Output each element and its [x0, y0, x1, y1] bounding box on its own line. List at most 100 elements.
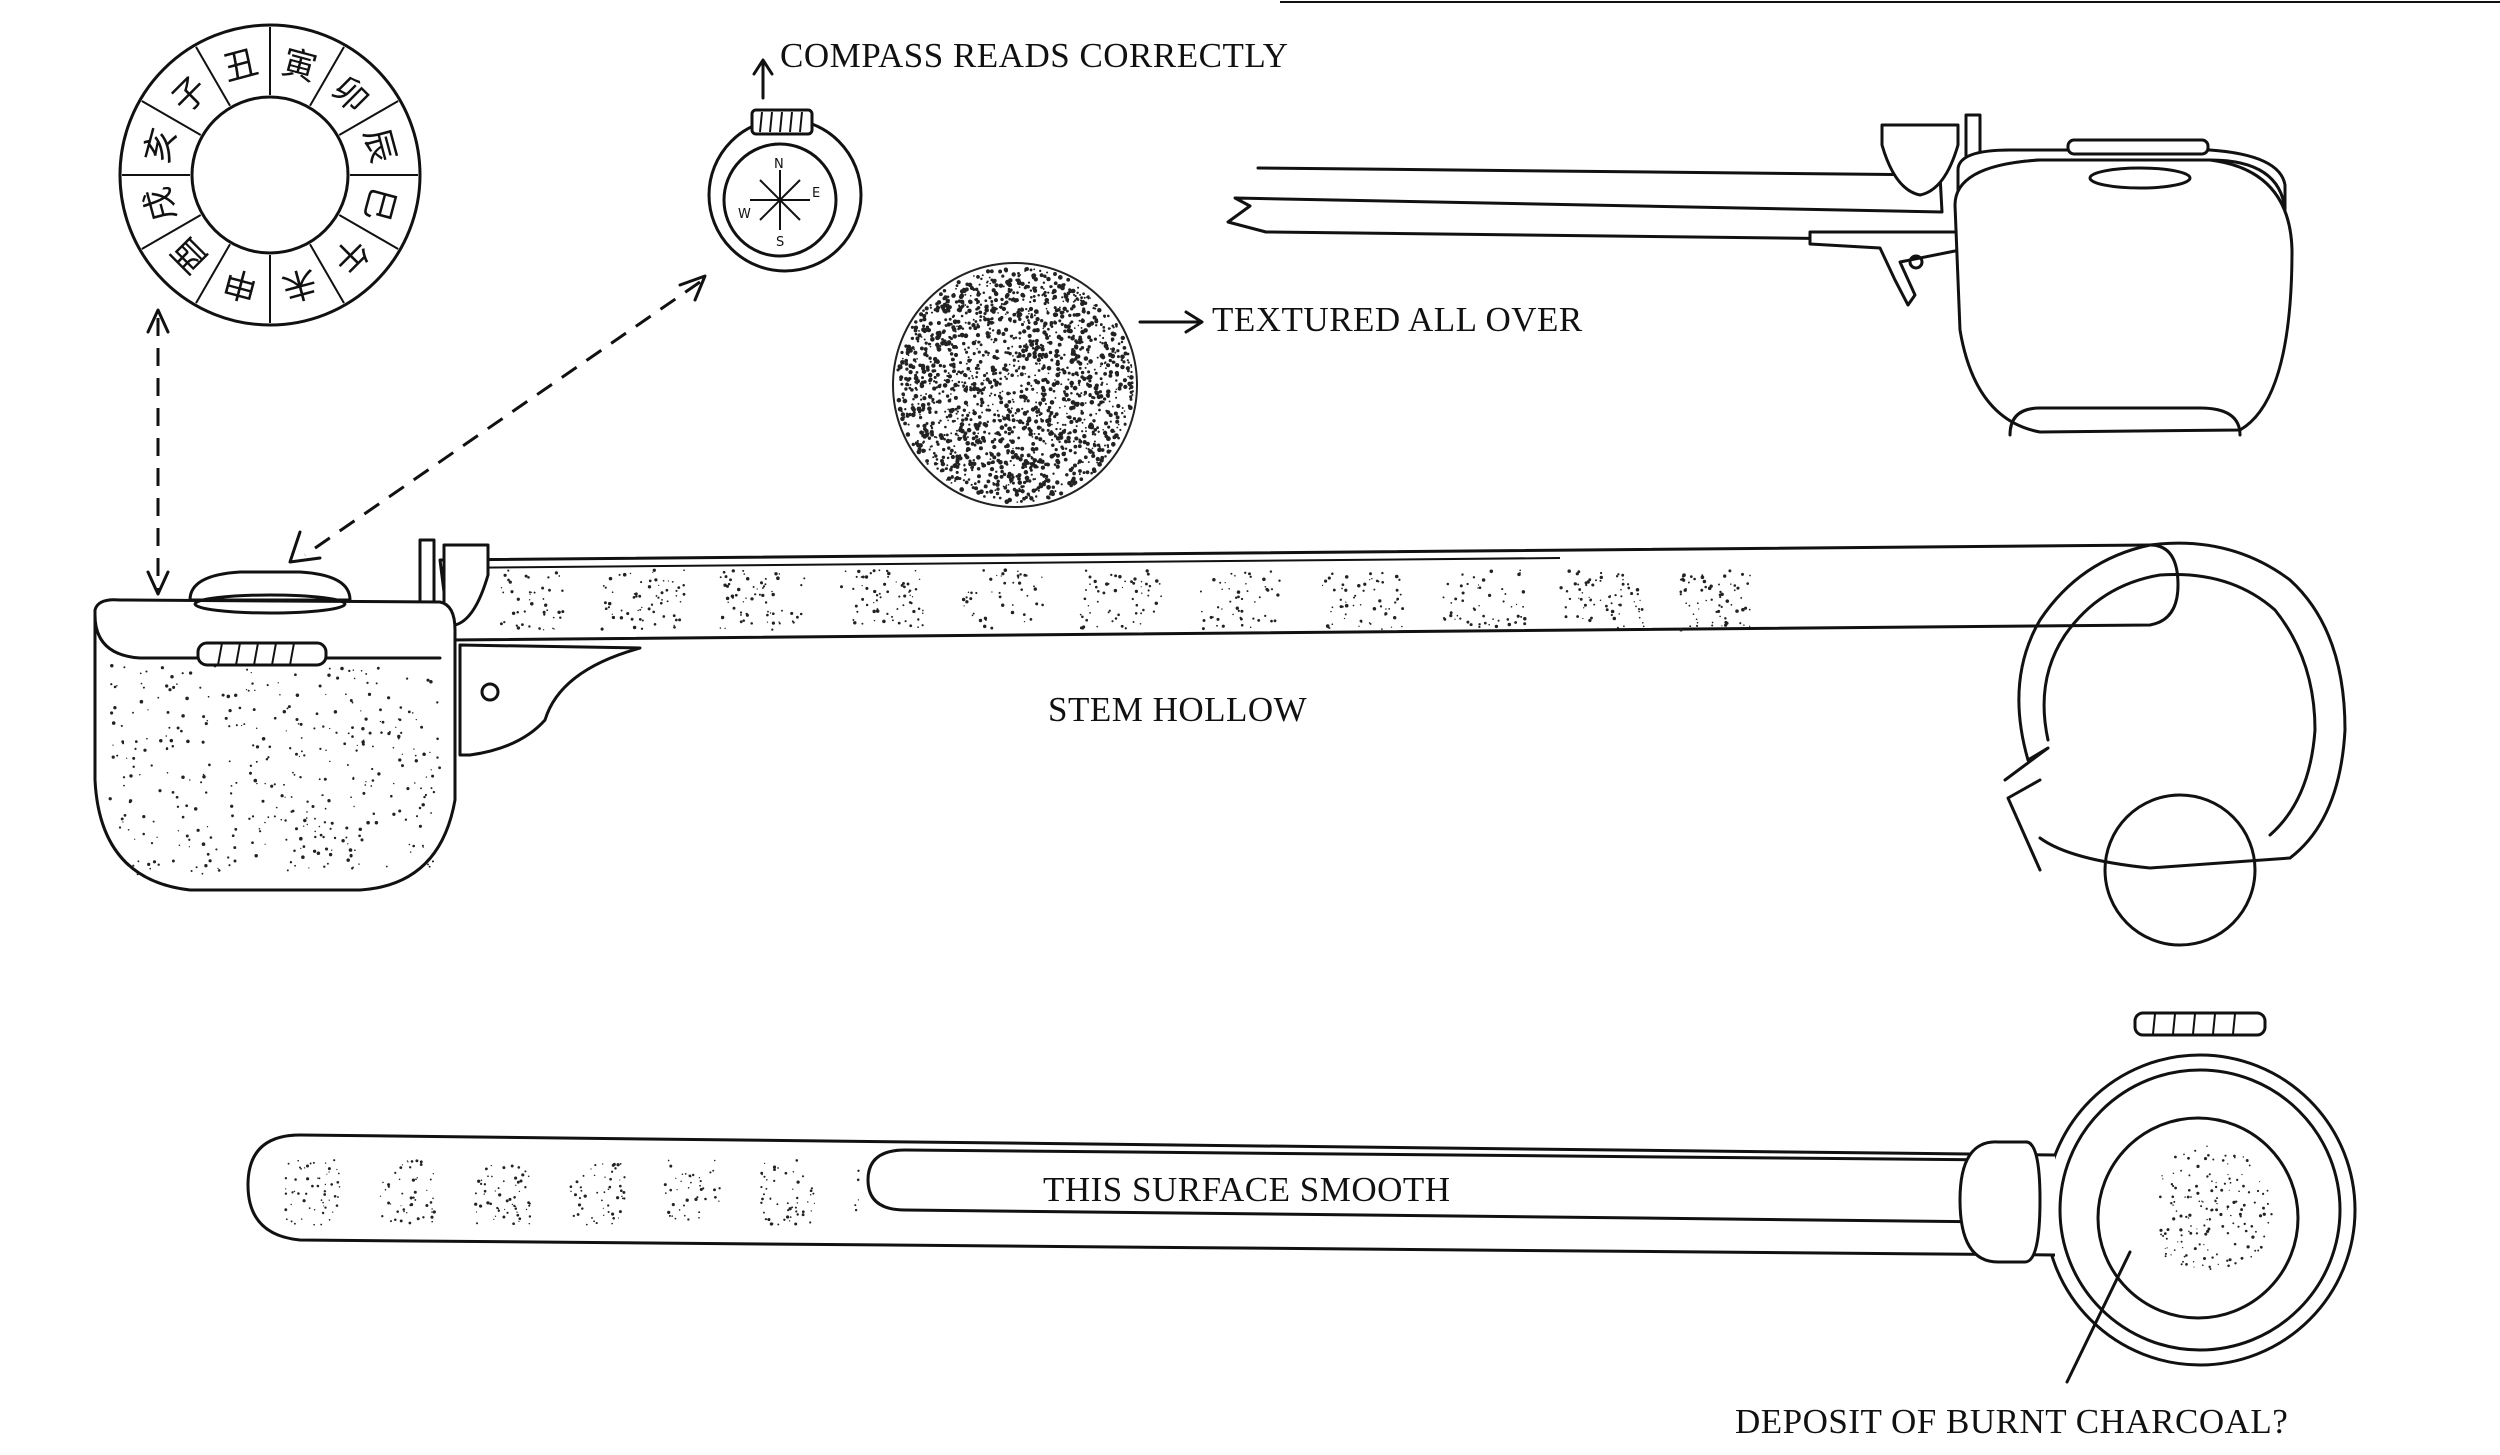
speckle-dot [990, 338, 993, 341]
speckle-dot [958, 304, 961, 307]
speckle-dot [991, 460, 995, 464]
speckle-dot [474, 1192, 477, 1195]
speckle-dot [405, 1212, 408, 1214]
speckle-dot [614, 1167, 617, 1170]
speckle-dot [1104, 455, 1107, 458]
speckle-dot [1002, 285, 1005, 288]
speckle-dot [621, 1197, 624, 1200]
speckle-dot [129, 774, 133, 778]
speckle-dot [2226, 1259, 2229, 1262]
speckle-dot [416, 1177, 418, 1179]
bowl-compass-lid-base [193, 593, 347, 615]
speckle-dot [976, 402, 979, 406]
speckle-dot [1715, 610, 1718, 614]
speckle-dot [1017, 576, 1020, 579]
speckle-dot [1564, 606, 1567, 609]
speckle-dot [1008, 278, 1011, 281]
speckle-dot [895, 581, 897, 583]
speckle-dot [617, 1217, 620, 1219]
speckle-dot [1053, 272, 1057, 276]
speckle-dot [952, 369, 956, 373]
speckle-dot [2205, 1207, 2208, 1210]
speckle-dot [1741, 572, 1744, 576]
speckle-dot [527, 1201, 531, 1205]
speckle-dot [1061, 397, 1066, 402]
speckle-dot [1093, 579, 1097, 584]
speckle-dot [1106, 444, 1110, 447]
speckle-dot [1004, 444, 1008, 449]
zodiac-divider [195, 243, 231, 304]
speckle-dot [1010, 430, 1014, 434]
speckle-dot [961, 370, 964, 373]
speckle-dot [431, 774, 435, 778]
speckle-dot [319, 747, 322, 751]
speckle-dot [1119, 428, 1122, 432]
speckle-dot [968, 423, 971, 426]
speckle-dot [2234, 1156, 2236, 1159]
speckle-dot [955, 464, 960, 469]
speckle-dot [736, 587, 741, 592]
speckle-dot [347, 732, 350, 735]
speckle-dot [1011, 475, 1015, 479]
speckle-dot [1504, 593, 1507, 595]
speckle-dot [2195, 1184, 2198, 1188]
speckle-dot [132, 864, 135, 867]
speckle-dot [919, 318, 923, 323]
speckle-dot [285, 1188, 287, 1190]
speckle-dot [251, 815, 255, 818]
speckle-dot [1016, 313, 1021, 318]
speckle-dot [1006, 449, 1011, 453]
speckle-dot [1559, 586, 1563, 590]
speckle-dot [1032, 295, 1036, 298]
speckle-dot [190, 869, 193, 873]
speckle-dot [1048, 340, 1053, 345]
speckle-dot [1066, 309, 1069, 313]
speckle-dot [1394, 601, 1397, 604]
speckle-dot [1054, 447, 1058, 452]
speckle-dot [1064, 324, 1068, 329]
speckle-dot [743, 573, 746, 575]
speckle-dot [301, 855, 305, 859]
speckle-dot [1077, 444, 1082, 449]
speckle-dot [1108, 373, 1113, 378]
speckle-dot [984, 304, 989, 310]
speckle-dot [906, 582, 910, 586]
speckle-dot [2246, 1245, 2250, 1249]
speckle-dot [957, 463, 961, 466]
speckle-dot [2172, 1172, 2175, 1175]
speckle-dot [1627, 586, 1631, 590]
speckle-dot [1127, 375, 1130, 378]
speckle-dot [951, 419, 955, 423]
speckle-dot [2254, 1249, 2257, 1252]
speckle-dot [664, 1192, 667, 1194]
speckle-dot [993, 438, 997, 441]
speckle-dot [1033, 309, 1039, 314]
speckle-dot [1013, 453, 1017, 457]
speckle-dot [865, 603, 869, 607]
speckle-dot [1034, 495, 1038, 498]
speckle-dot [300, 1168, 302, 1170]
speckle-dot [508, 1197, 512, 1201]
zodiac-glyph: 子 [164, 69, 216, 121]
speckle-dot [902, 393, 905, 397]
speckle-dot [992, 372, 995, 376]
speckle-dot [1036, 391, 1038, 394]
speckle-dot [1079, 477, 1084, 482]
speckle-dot [1037, 432, 1041, 436]
speckle-dot [1696, 602, 1699, 605]
speckle-dot [681, 1173, 684, 1176]
speckle-dot [931, 369, 935, 373]
speckle-dot [2242, 1156, 2244, 1158]
speckle-dot [984, 618, 987, 621]
speckle-dot [515, 624, 518, 627]
speckle-dot [1012, 425, 1016, 429]
speckle-dot [306, 811, 308, 813]
speckle-dot [1041, 294, 1044, 297]
speckle-dot [496, 1206, 499, 1210]
speckle-dot [1020, 281, 1025, 287]
speckle-dot [113, 685, 117, 689]
speckle-dot [1141, 592, 1143, 594]
speckle-dot [1022, 485, 1025, 488]
speckle-dot [891, 619, 894, 622]
speckle-dot [1018, 331, 1022, 335]
